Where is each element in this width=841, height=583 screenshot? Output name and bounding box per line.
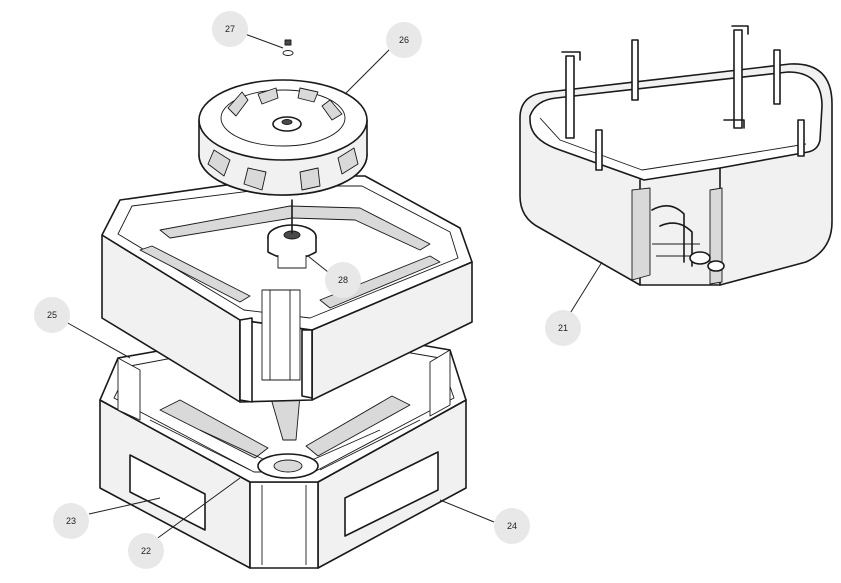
callout-21-label: 21 xyxy=(558,323,568,333)
callout-22: 22 xyxy=(128,533,164,569)
motor xyxy=(267,199,317,269)
callout-23: 23 xyxy=(53,503,89,539)
callout-25-label: 25 xyxy=(47,310,57,320)
callout-26-label: 26 xyxy=(399,35,409,45)
nut-and-washer xyxy=(282,39,294,56)
callout-27-label: 27 xyxy=(225,24,235,34)
callout-28-label: 28 xyxy=(338,275,348,285)
callout-25: 25 xyxy=(34,297,70,333)
callout-21: 21 xyxy=(545,310,581,346)
heat-exchanger-coil xyxy=(519,25,833,286)
base-tray xyxy=(99,323,467,569)
callout-27: 27 xyxy=(212,11,248,47)
callout-28: 28 xyxy=(325,262,361,298)
callout-22-label: 22 xyxy=(141,546,151,556)
callout-23-label: 23 xyxy=(66,516,76,526)
callout-26: 26 xyxy=(386,22,422,58)
callout-24: 24 xyxy=(494,508,530,544)
fan-wheel xyxy=(198,79,368,196)
leader-lines xyxy=(65,33,603,541)
callout-24-label: 24 xyxy=(507,521,517,531)
